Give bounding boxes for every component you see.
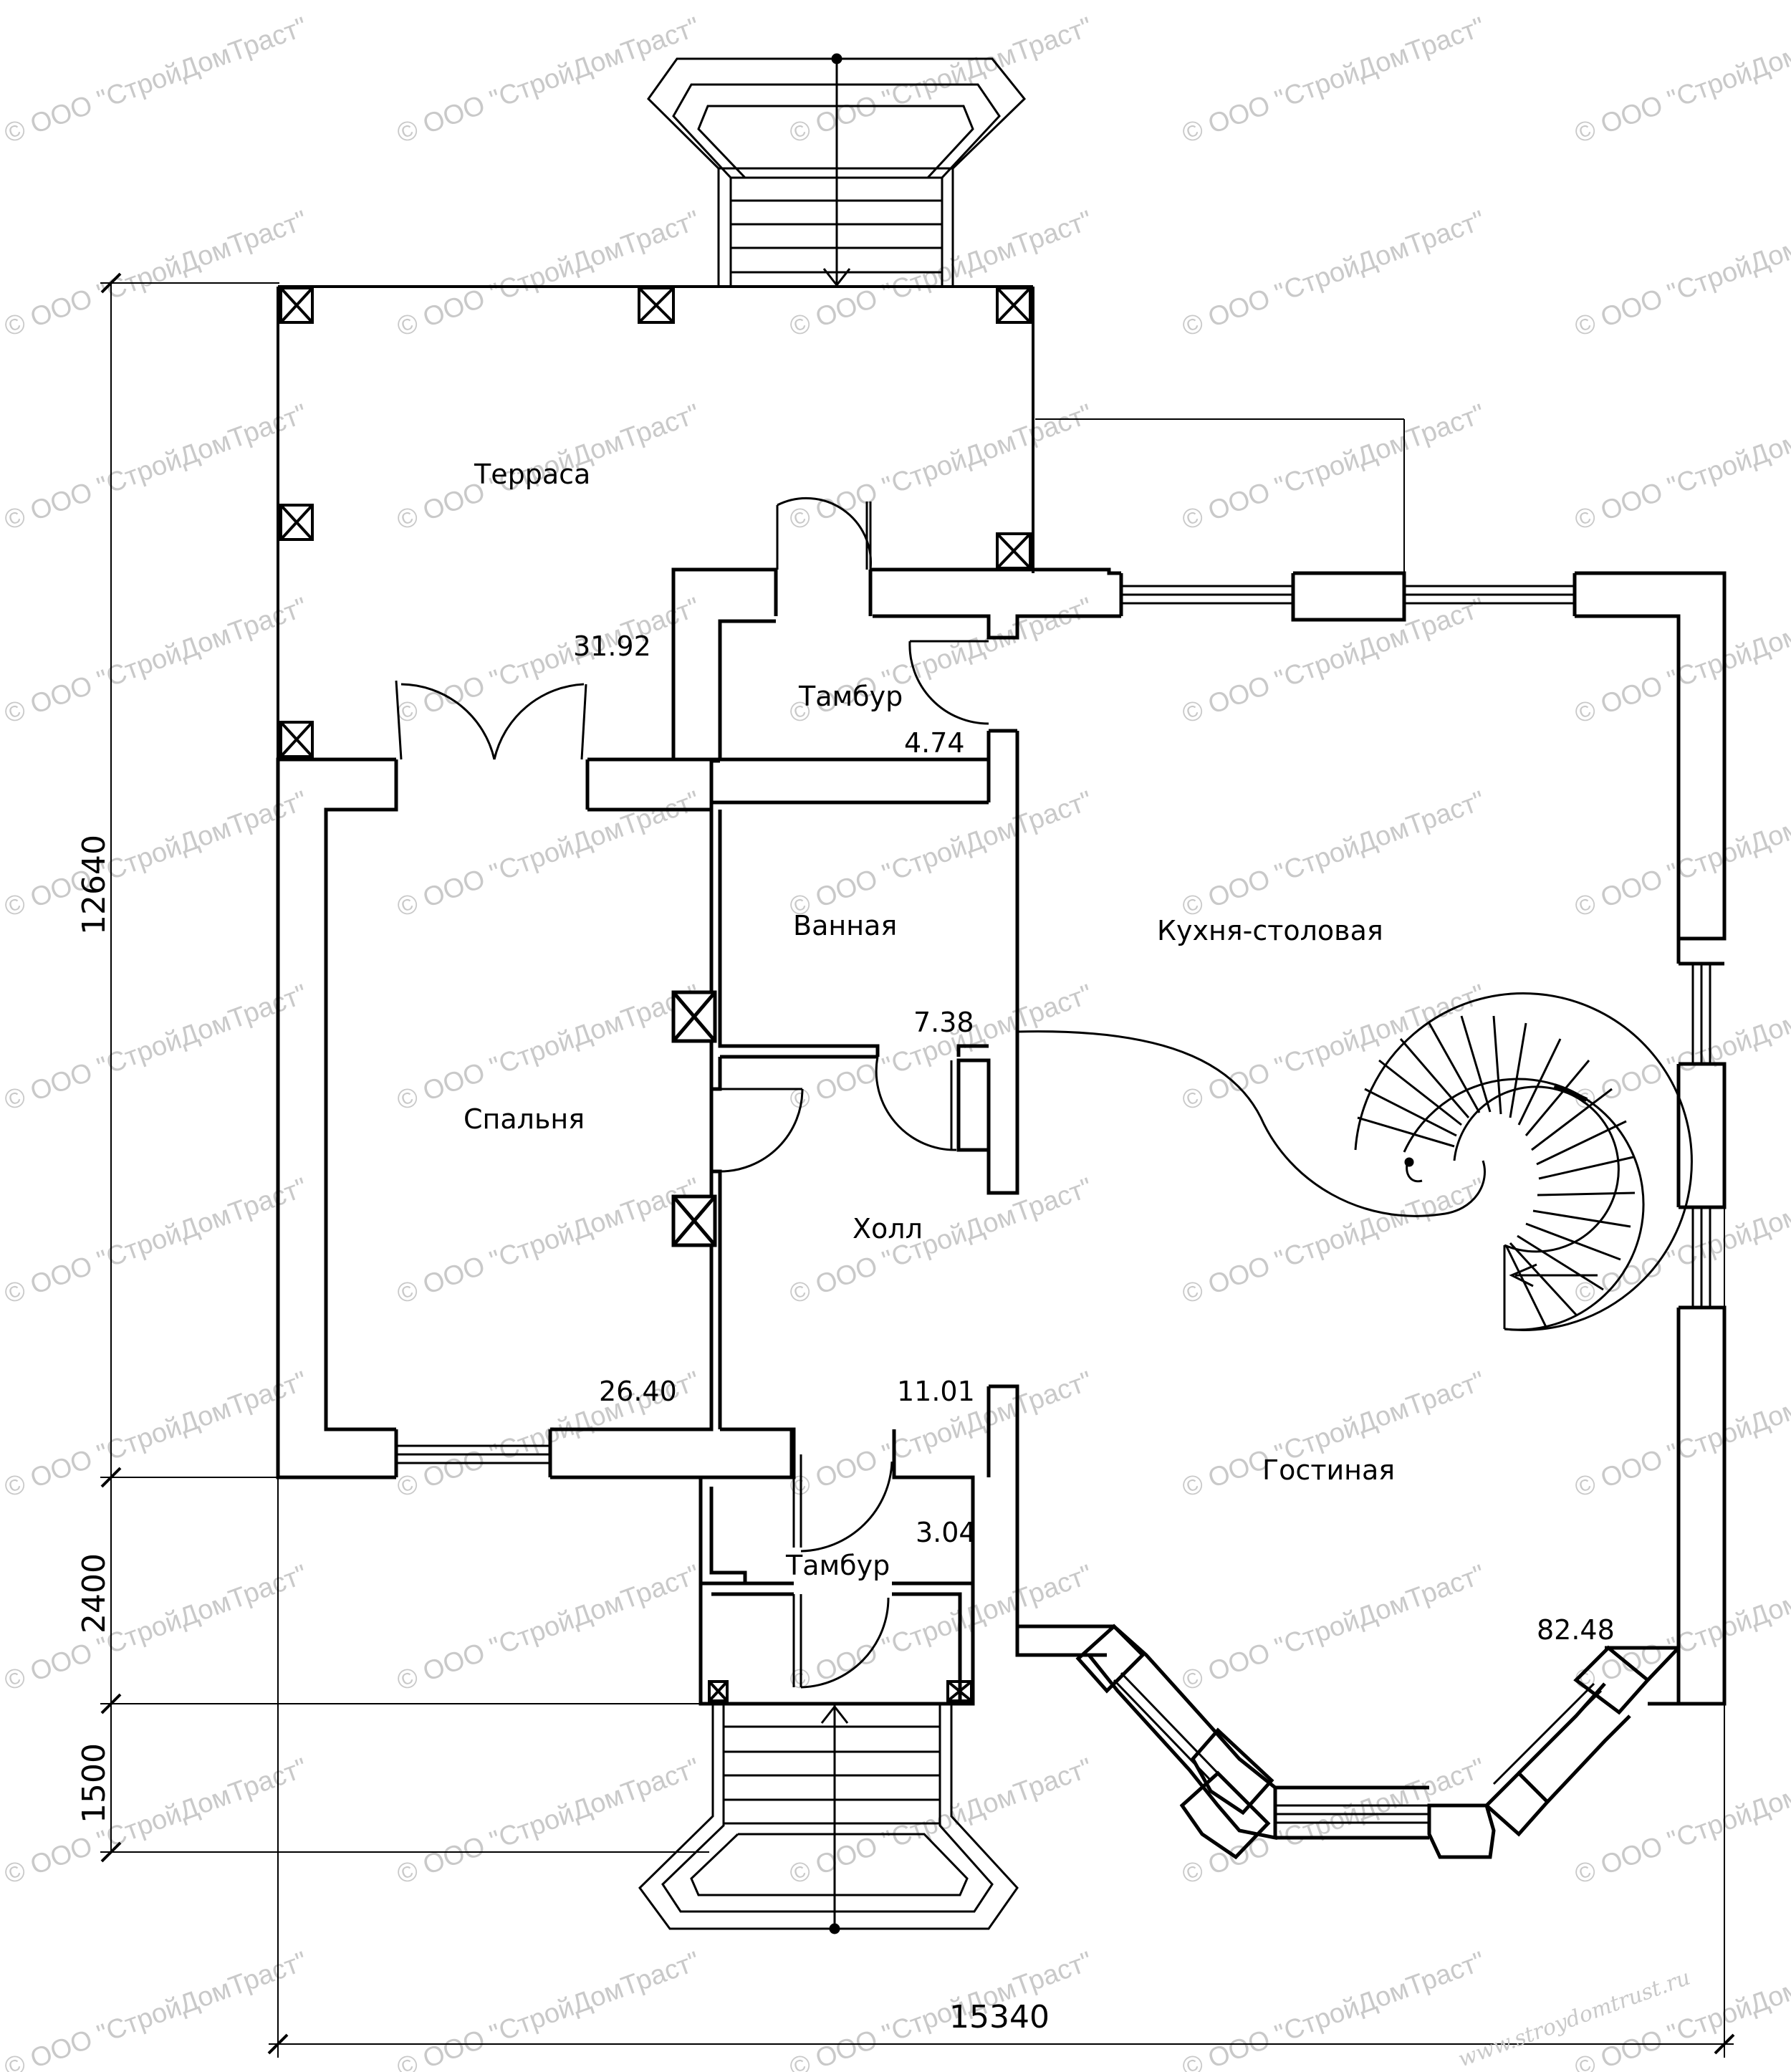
watermark-text: © ООО "СтройДомТраст" xyxy=(1,205,312,342)
watermark-text: © ООО "СтройДомТраст" xyxy=(1,1366,312,1503)
dimension-lines xyxy=(100,272,1735,2058)
walls xyxy=(276,567,1727,1706)
post-4 xyxy=(279,504,314,541)
watermark-text: © ООО "СтройДомТраст" xyxy=(786,785,1097,923)
watermark-text: © ООО "СтройДомТраст" xyxy=(1178,785,1489,923)
watermark-text: © ООО "СтройДомТраст" xyxy=(1178,592,1489,729)
watermark-text: © ООО "СтройДомТраст" xyxy=(786,11,1097,149)
door-bedroom-hall xyxy=(719,1088,804,1173)
room-living-room-name: Гостиная xyxy=(1262,1454,1395,1486)
watermark-text: © ООО "СтройДомТраст" xyxy=(1178,11,1489,149)
watermark-text: © ООО "СтройДомТраст" xyxy=(1571,11,1791,149)
room-terrace-name: Терраса xyxy=(474,459,590,490)
room-hall-name: Холл xyxy=(853,1213,923,1244)
watermark-text: © ООО "СтройДомТраст" xyxy=(1,785,312,923)
watermark-text: © ООО "СтройДомТраст" xyxy=(1,592,312,729)
south-stairs xyxy=(638,1704,1019,1934)
door-bedroom-double xyxy=(395,680,587,760)
room-terrace-area: 31.92 xyxy=(573,630,651,662)
windows xyxy=(396,585,1711,1824)
room-bedroom-area: 26.40 xyxy=(599,1376,677,1407)
room-bedroom-name: Спальня xyxy=(464,1103,585,1135)
watermark-text: © ООО "СтройДомТраст" xyxy=(1571,398,1791,536)
watermark-text: © ООО "СтройДомТраст" xyxy=(393,785,704,923)
watermark-text: © ООО "СтройДомТраст" xyxy=(1,1559,312,1697)
terrace-outline xyxy=(277,285,1034,759)
watermark-text: © ООО "СтройДомТраст" xyxy=(1571,785,1791,923)
door-vestibule-kitchen xyxy=(908,640,989,725)
watermark-text: © ООО "СтройДомТраст" xyxy=(1571,205,1791,342)
watermark-text: © ООО "СтройДомТраст" xyxy=(786,1752,1097,1890)
post-7 xyxy=(708,1680,729,1702)
watermark-text: © ООО "СтройДомТраст" xyxy=(1178,1172,1489,1310)
watermark-text: © ООО "СтройДомТраст" xyxy=(393,1559,704,1697)
watermark-text: © ООО "СтройДомТраст" xyxy=(1178,205,1489,342)
door-south-2 xyxy=(792,1594,890,1689)
watermark-text: © ООО "СтройДомТраст" xyxy=(1178,1752,1489,1890)
room-kitchen-dining-name: Кухня-столовая xyxy=(1157,915,1383,946)
post-5 xyxy=(996,532,1032,570)
window-bedroom xyxy=(396,1444,550,1464)
doors xyxy=(395,497,989,1689)
watermark-text: © ООО "СтройДомТраст" xyxy=(393,11,704,149)
room-vestibule-south-name: Тамбур xyxy=(785,1550,890,1581)
watermark-text: © ООО "СтройДомТраст" xyxy=(1178,1946,1489,2072)
dimension-labels: 12640 2400 1500 15340 xyxy=(76,835,1050,2035)
post-2 xyxy=(638,287,675,324)
watermark-text: © ООО "СтройДомТраст" xyxy=(1,398,312,536)
watermark-text: © ООО "СтройДомТраст" xyxy=(1,1172,312,1310)
stair-walk-line xyxy=(1017,1030,1486,1217)
vent-shaft-2 xyxy=(671,1194,717,1247)
watermark-text: © ООО "СтройДомТраст" xyxy=(1571,1752,1791,1890)
watermark-text: © ООО "СтройДомТраст" xyxy=(786,1172,1097,1310)
room-vestibule-north-name: Тамбур xyxy=(798,681,903,712)
door-terrace-main xyxy=(776,497,872,570)
watermark-text: © ООО "СтройДомТраст" xyxy=(1178,1559,1489,1697)
watermark-text: © ООО "СтройДомТраст" xyxy=(1,11,312,149)
door-bathroom xyxy=(875,1056,957,1151)
post-3 xyxy=(996,287,1032,324)
room-living-room-area: 82.48 xyxy=(1537,1614,1615,1646)
door-south-1 xyxy=(792,1454,893,1553)
window-bay-1 xyxy=(1113,1671,1219,1782)
watermark-text: © ООО "СтройДомТраст" xyxy=(393,979,704,1116)
vent-shafts xyxy=(671,990,717,1247)
watermark-text: © ООО "СтройДомТраст" xyxy=(393,1172,704,1310)
room-labels: Терраса 31.92 Тамбур 4.74 Ванная 7.38 Ку… xyxy=(464,459,1615,1646)
room-bathroom-area: 7.38 xyxy=(913,1007,974,1038)
room-bathroom-name: Ванная xyxy=(793,910,897,941)
watermark-text: © ООО "СтройДомТраст" xyxy=(393,592,704,729)
watermark-text: © ООО "СтройДомТраст" xyxy=(786,1946,1097,2072)
watermark-text: © ООО "СтройДомТраст" xyxy=(1,1946,312,2072)
watermark-text: © ООО "СтройДомТраст" xyxy=(1571,1366,1791,1503)
window-north-2 xyxy=(1404,585,1575,605)
window-east-2 xyxy=(1691,1207,1711,1308)
dim-segment-bottom: 1500 xyxy=(76,1743,112,1823)
room-vestibule-south-area: 3.04 xyxy=(916,1517,976,1548)
watermark-text: © ООО "СтройДомТраст" xyxy=(1,1752,312,1890)
dim-segment-middle: 2400 xyxy=(76,1553,112,1634)
window-bay-2 xyxy=(1275,1804,1429,1824)
room-vestibule-north-area: 4.74 xyxy=(904,727,965,759)
watermark-text: © ООО "СтройДомТраст" xyxy=(393,1946,704,2072)
post-6 xyxy=(279,721,314,758)
post-1 xyxy=(279,287,314,324)
window-north-1 xyxy=(1121,585,1293,605)
watermark-text: © ООО "СтройДомТраст" xyxy=(1571,592,1791,729)
north-stairs xyxy=(647,53,1027,287)
room-hall-area: 11.01 xyxy=(897,1376,975,1407)
spiral-stair xyxy=(1354,992,1693,1331)
dim-total-height: 12640 xyxy=(76,835,112,935)
window-bay-3 xyxy=(1492,1682,1603,1793)
window-east-1 xyxy=(1691,964,1711,1064)
watermark-text: © ООО "СтройДомТраст" xyxy=(1,979,312,1116)
dim-total-width: 15340 xyxy=(949,1999,1050,2035)
vent-shaft-1 xyxy=(671,990,717,1043)
